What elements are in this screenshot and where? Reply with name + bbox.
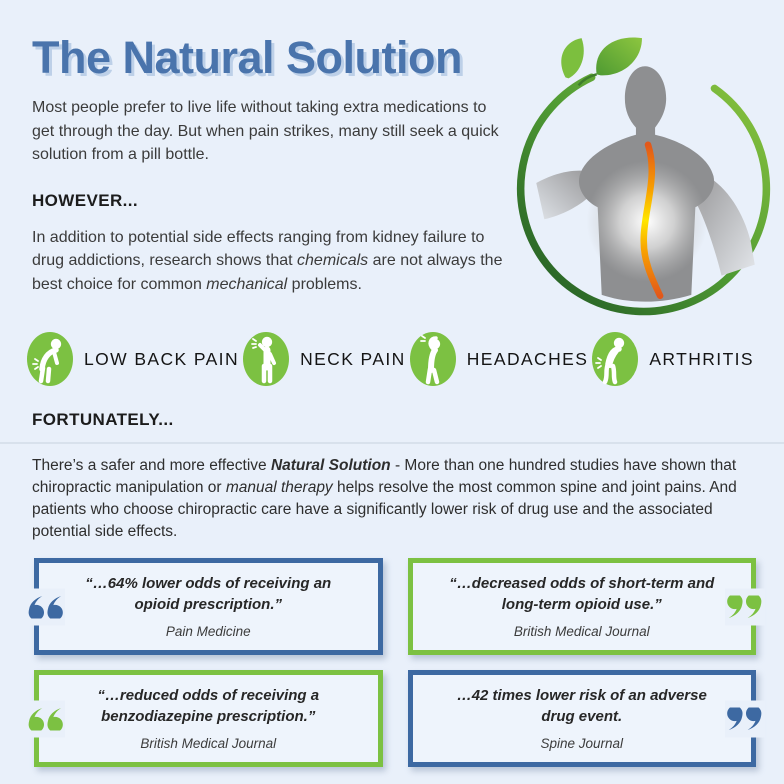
fortunately-text-3: helps resolve the most common spine and … [32, 478, 737, 540]
natural-solution-emphasis: Natural Solution [270, 456, 391, 474]
condition-label: LOW BACK PAIN [84, 348, 239, 369]
manual-therapy-italic: manual therapy [225, 478, 333, 496]
leaf-icon [561, 37, 642, 87]
arthritis-icon [592, 332, 639, 386]
low-back-pain-icon [27, 332, 73, 386]
condition-low-back-pain: LOW BACK PAIN [27, 332, 239, 386]
quote-source: Pain Medicine [165, 623, 251, 639]
quote-source: British Medical Journal [140, 735, 277, 751]
quote-text: “…decreased odds of short-term and long-… [449, 575, 715, 613]
headaches-icon [409, 332, 456, 386]
however-heading: HOWEVER... [32, 190, 139, 210]
open-quote-icon [25, 700, 65, 738]
however-paragraph: In addition to potential side effects ra… [32, 226, 504, 297]
quote-box-bmj-opioid: “…decreased odds of short-term and long-… [407, 558, 765, 656]
fortunately-heading: FORTUNATELY... [32, 410, 174, 429]
divider-line [0, 442, 784, 444]
quote-text: “…64% lower odds of receiving an opioid … [85, 575, 332, 613]
neck-pain-icon [243, 332, 290, 386]
quote-text: …42 times lower risk of an adverse drug … [456, 687, 707, 725]
close-quote-icon [725, 588, 765, 626]
quote-box-pain-medicine: “…64% lower odds of receiving an opioid … [25, 558, 383, 656]
condition-arthritis: ARTHRITIS [592, 332, 754, 386]
spine-curve [640, 141, 664, 300]
condition-label: HEADACHES [466, 348, 589, 369]
spine-wellness-graphic [508, 28, 780, 322]
quotes-grid: “…64% lower odds of receiving an opioid … [25, 558, 765, 768]
conditions-row: LOW BACK PAIN NECK PAIN [27, 332, 754, 386]
condition-neck-pain: NECK PAIN [243, 332, 406, 386]
green-circle-arc [516, 73, 771, 316]
page-title: The Natural Solution [32, 32, 463, 83]
quote-source: Spine Journal [540, 735, 624, 751]
however-text-1: In addition to potential side effects ra… [32, 228, 485, 270]
condition-label: ARTHRITIS [649, 348, 754, 369]
open-quote-icon [25, 588, 65, 626]
hero-svg [516, 37, 771, 316]
condition-headaches: HEADACHES [409, 332, 589, 386]
however-italic-2: mechanical [206, 275, 288, 293]
top-section: The Natural Solution Most people prefer … [0, 0, 784, 322]
however-italic-1: chemicals [297, 252, 369, 270]
fortunately-text-1: There’s a safer and more effective [32, 456, 271, 474]
condition-label: NECK PAIN [300, 348, 406, 369]
however-text-2: are not always the best choice for commo… [32, 252, 503, 293]
intro-paragraph: Most people prefer to live life without … [32, 99, 499, 164]
however-text-3: problems. [287, 275, 362, 293]
quote-text: “…reduced odds of receiving a benzodiaze… [97, 687, 320, 725]
fortunately-text-2: - More than one hundred studies have sho… [32, 456, 737, 496]
fortunately-paragraph: There’s a safer and more effective Natur… [32, 455, 754, 544]
close-quote-icon [725, 700, 765, 738]
intro-column: The Natural Solution Most people prefer … [32, 34, 504, 296]
quote-source: British Medical Journal [513, 623, 650, 639]
quote-box-spine-journal: …42 times lower risk of an adverse drug … [407, 670, 765, 768]
quote-box-bmj-benzodiazepine: “…reduced odds of receiving a benzodiaze… [25, 670, 383, 768]
